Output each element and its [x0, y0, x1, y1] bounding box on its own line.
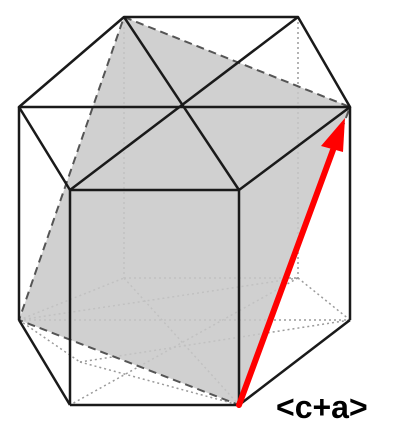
- vector-shaft: [236, 147, 336, 408]
- shaded-plane: [17, 15, 352, 407]
- vector-label: <c+a>: [276, 389, 368, 425]
- visible-edges: [17, 15, 352, 407]
- vector-arrowhead: [321, 118, 345, 152]
- c-plus-a-vector-arrow: [236, 118, 345, 408]
